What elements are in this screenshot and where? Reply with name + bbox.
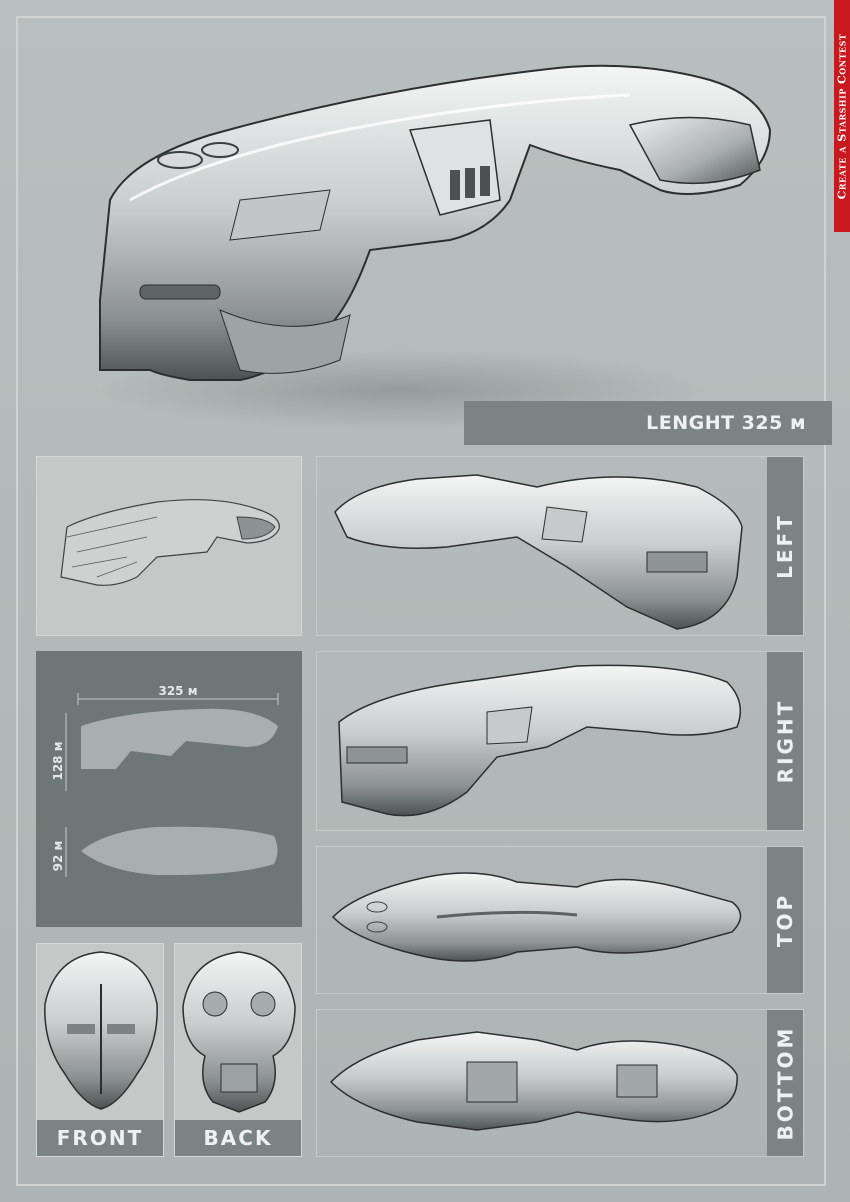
view-label-left: LEFT [767, 457, 803, 635]
view-label-top: TOP [767, 847, 803, 993]
ship-bottom-view [329, 1031, 738, 1131]
front-label-text: FRONT [56, 1126, 144, 1150]
view-label-right: RIGHT [767, 652, 803, 830]
page-frame [16, 16, 826, 1186]
back-label-text: BACK [203, 1126, 273, 1150]
length-banner: LENGHT 325 м [464, 401, 832, 445]
ship-back-view [182, 951, 296, 1113]
view-label-bottom: BOTTOM [767, 1010, 803, 1156]
dimensions-panel: 325 м 128 м 92 м [36, 651, 302, 927]
ship-right-view [338, 664, 742, 817]
contest-tab-text: Create a Starship Contest [835, 33, 849, 199]
contest-tab: Create a Starship Contest [834, 0, 850, 232]
view-bottom-panel: BOTTOM [316, 1009, 804, 1157]
view-label-top-text: TOP [773, 892, 797, 948]
front-view-panel: FRONT [36, 943, 164, 1157]
hero-starship [99, 64, 772, 430]
dimensions-diagram: 325 м 128 м 92 м [51, 684, 279, 877]
back-label: BACK [175, 1120, 301, 1156]
width-dimension: 92 м [51, 841, 65, 872]
view-left-panel: LEFT [316, 456, 804, 636]
view-top-panel: TOP [316, 846, 804, 994]
length-banner-text: LENGHT 325 м [646, 412, 806, 434]
concept-sketch [60, 499, 280, 586]
ship-top-view [331, 872, 742, 962]
view-right-panel: RIGHT [316, 651, 804, 831]
concept-sketch-panel [36, 456, 302, 636]
back-view-panel: BACK [174, 943, 302, 1157]
view-label-bottom-text: BOTTOM [773, 1025, 797, 1141]
length-dimension: 325 м [158, 684, 197, 698]
view-label-left-text: LEFT [773, 513, 797, 579]
front-label: FRONT [37, 1120, 163, 1156]
view-label-right-text: RIGHT [773, 698, 798, 784]
ship-front-view [44, 951, 158, 1110]
height-dimension: 128 м [51, 741, 65, 780]
ship-left-view [334, 474, 743, 630]
